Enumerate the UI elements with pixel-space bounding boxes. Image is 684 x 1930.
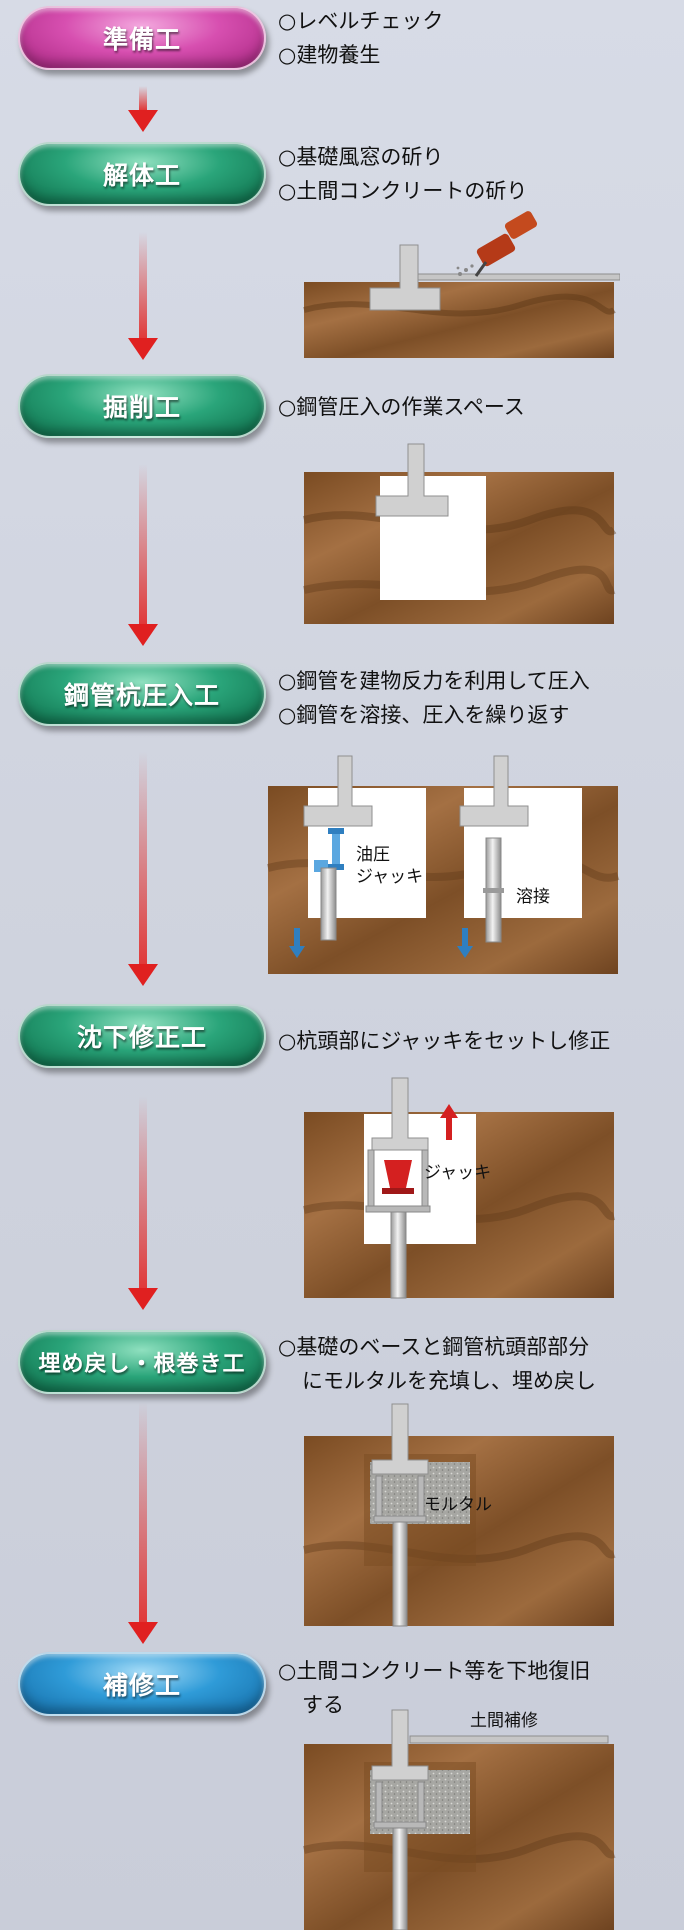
step-1-title: 準備工: [102, 25, 181, 54]
step-2-line-1: ○基礎風窓の斫り: [278, 145, 444, 169]
jackhammer-icon: [456, 211, 538, 277]
arrow-6: [128, 1402, 158, 1644]
settlement-correction-figure: ジャッキ: [302, 1077, 616, 1299]
mortar-label: モルタル: [424, 1495, 492, 1515]
oil-jack-label-1: 油圧: [356, 845, 390, 865]
step-3-description: ○鋼管圧入の作業スペース: [278, 390, 525, 424]
step-4-line-1: ○鋼管を建物反力を利用して圧入: [278, 669, 590, 693]
up-arrow-icon: [440, 1104, 458, 1140]
arrow-3: [128, 464, 158, 646]
step-6-line-2: にモルタルを充填し、埋め戻し: [302, 1369, 596, 1393]
jack-label: ジャッキ: [424, 1163, 491, 1183]
step-6-title: 埋め戻し・根巻き工: [38, 1352, 246, 1377]
demolition-figure: [303, 211, 620, 358]
welding-label: 溶接: [516, 887, 550, 907]
step-7-description: ○土間コンクリート等を下地復旧 する: [278, 1654, 590, 1722]
step-2-line-2: ○土間コンクリートの斫り: [278, 179, 528, 203]
arrow-2: [128, 232, 158, 360]
step-1-line-2: ○建物養生: [278, 43, 381, 67]
arrow-4: [128, 752, 158, 986]
step-2-title: 解体工: [102, 161, 181, 190]
step-5-description: ○杭頭部にジャッキをセットし修正: [278, 1024, 610, 1058]
step-6-line-1: ○基礎のベースと鋼管杭頭部部分: [278, 1335, 590, 1359]
oil-jack-label-2: ジャッキ: [356, 867, 423, 887]
step-3-pill: 掘削工: [18, 374, 266, 438]
floor-repair-label: 土間補修: [470, 1711, 538, 1731]
step-7-line-2: する: [302, 1693, 344, 1717]
step-4-description: ○鋼管を建物反力を利用して圧入 ○鋼管を溶接、圧入を繰り返す: [278, 664, 590, 732]
arrow-5: [128, 1096, 158, 1310]
down-arrow-icon: [289, 928, 305, 958]
step-3-title: 掘削工: [102, 393, 181, 422]
step-4-title: 鋼管杭圧入工: [63, 681, 220, 710]
arrow-1: [128, 86, 158, 132]
step-5-pill: 沈下修正工: [18, 1004, 266, 1068]
step-4-pill: 鋼管杭圧入工: [18, 662, 266, 726]
step-5-line-1: ○杭頭部にジャッキをセットし修正: [278, 1029, 611, 1053]
repair-figure: 土間補修: [302, 1709, 616, 1930]
excavation-figure: [302, 443, 617, 624]
pile-press-figure: 油圧 ジャッキ 溶接: [266, 755, 620, 974]
step-4-line-2: ○鋼管を溶接、圧入を繰り返す: [278, 703, 570, 727]
backfill-figure: モルタル: [302, 1403, 616, 1627]
down-arrow-icon: [457, 928, 473, 958]
step-2-pill: 解体工: [18, 142, 266, 206]
step-1-description: ○レベルチェック ○建物養生: [278, 4, 443, 72]
step-2-description: ○基礎風窓の斫り ○土間コンクリートの斫り: [278, 140, 527, 208]
step-6-description: ○基礎のベースと鋼管杭頭部部分 にモルタルを充填し、埋め戻し: [278, 1330, 596, 1398]
step-1-line-1: ○レベルチェック: [278, 9, 444, 33]
step-7-title: 補修工: [102, 1671, 181, 1700]
step-6-pill: 埋め戻し・根巻き工: [18, 1330, 266, 1394]
step-1-pill: 準備工: [18, 6, 266, 70]
step-7-pill: 補修工: [18, 1652, 266, 1716]
step-3-line-1: ○鋼管圧入の作業スペース: [278, 395, 525, 419]
step-7-line-1: ○土間コンクリート等を下地復旧: [278, 1659, 591, 1683]
step-5-title: 沈下修正工: [76, 1023, 207, 1052]
